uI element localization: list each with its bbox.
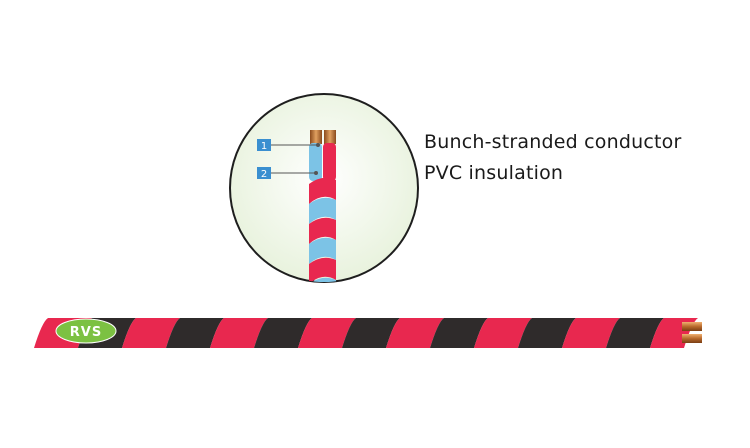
black-wire-segment [254, 318, 312, 348]
callout-1: 1 [257, 139, 320, 152]
black-wire-segment [518, 318, 576, 348]
red-wire-segment [210, 318, 268, 348]
red-wire-segment [474, 318, 532, 348]
black-wire-segment [342, 318, 400, 348]
callout-2-number: 2 [261, 169, 267, 180]
black-wire-segment [606, 318, 664, 348]
cable-conductor-bottom [682, 334, 702, 343]
callout-1-box [257, 139, 271, 151]
magnifier-circle [229, 93, 419, 283]
red-wire-segment [562, 318, 620, 348]
rvs-badge: RVS [55, 318, 117, 344]
conductor-end-right [324, 130, 336, 144]
red-wire-segment [298, 318, 356, 348]
blue-twist-segment [309, 237, 336, 264]
black-wire-segment [166, 318, 224, 348]
red-twist-segment [309, 217, 336, 244]
red-wire-segment [386, 318, 444, 348]
cable-conductor-top [682, 322, 702, 331]
cable-segments [34, 318, 698, 348]
conductor-end-left [310, 130, 322, 144]
label-bunch-stranded-conductor: Bunch-stranded conductor [424, 131, 682, 153]
black-wire-segment [430, 318, 488, 348]
callout-2: 2 [257, 167, 318, 180]
red-core-straight [323, 143, 336, 181]
twist-segments [309, 177, 336, 282]
blue-core-straight [309, 143, 322, 181]
blue-twist-segment [309, 197, 336, 224]
red-wire-segment [122, 318, 180, 348]
twisted-pair-closeup [309, 130, 336, 282]
label-pvc-insulation: PVC insulation [424, 162, 564, 184]
rvs-badge-text: RVS [70, 325, 102, 340]
callout-2-box [257, 167, 271, 179]
twisted-cable: RVS [34, 318, 702, 348]
callout-1-number: 1 [261, 141, 267, 152]
red-twist-segment [309, 177, 336, 204]
red-twist-segment [309, 257, 336, 282]
